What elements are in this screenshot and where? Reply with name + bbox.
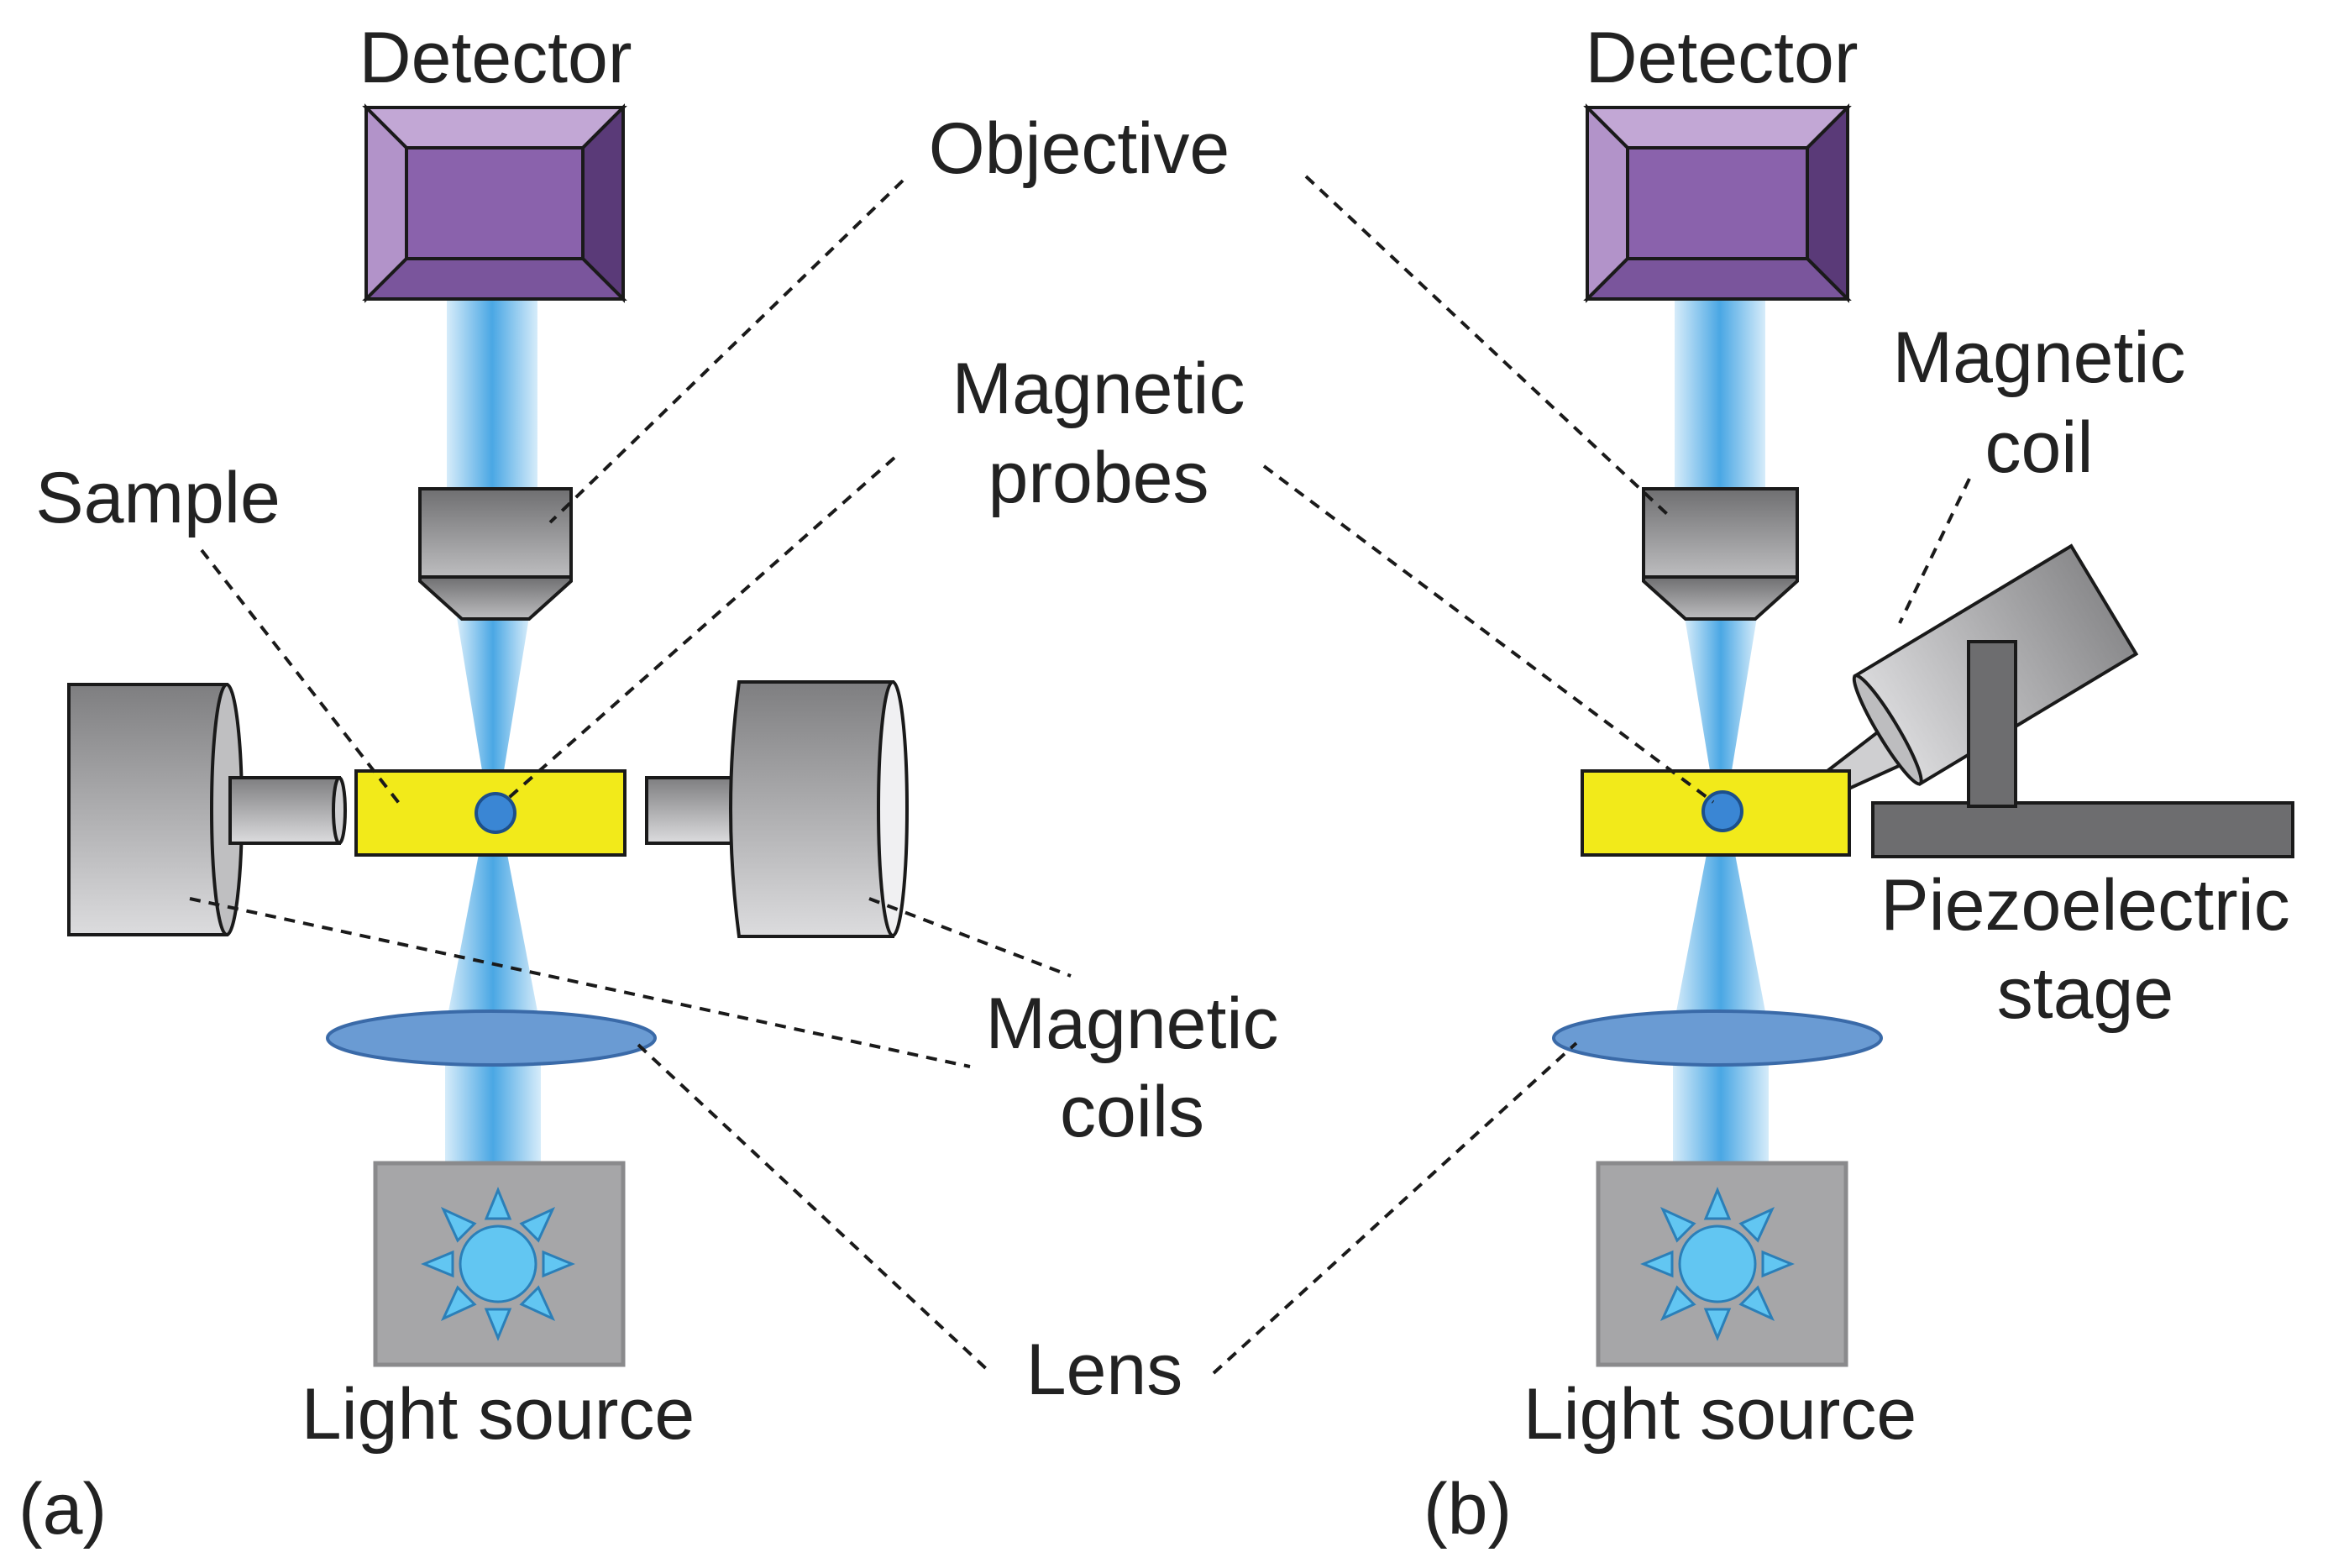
- detector-b: [1583, 103, 1852, 303]
- lens-b: [1552, 1009, 1883, 1067]
- magnetic-coil-left-a: [67, 683, 347, 936]
- label-sample: Sample: [35, 458, 281, 538]
- labels: Detector Detector Objective Magnetic pro…: [18, 18, 2290, 1550]
- label-magnetic-coil-1: Magnetic: [1893, 317, 2186, 398]
- objective-a: [418, 487, 573, 621]
- magnetic-probe-a: [475, 792, 516, 834]
- label-magnetic-coil-2: coil: [1985, 407, 2093, 488]
- lens-a: [326, 1009, 657, 1067]
- objective-b: [1642, 487, 1799, 621]
- panel-a: [67, 103, 909, 1367]
- label-panel-b: (b): [1424, 1469, 1512, 1550]
- magnetic-probe-b: [1701, 790, 1743, 832]
- label-light-source-a: Light source: [301, 1374, 695, 1455]
- label-magnetic-coils-1: Magnetic: [986, 983, 1279, 1064]
- label-magnetic-coils-2: coils: [1060, 1072, 1204, 1152]
- label-magnetic-probes-2: probes: [988, 438, 1209, 518]
- label-detector-a: Detector: [359, 18, 632, 98]
- label-piezoelectric-2: stage: [1997, 953, 2173, 1034]
- detector-a: [362, 103, 627, 303]
- light-source-a: [373, 1161, 626, 1367]
- label-panel-a: (a): [18, 1469, 107, 1550]
- leader-lines: [189, 175, 1971, 1375]
- label-magnetic-probes-1: Magnetic: [952, 349, 1245, 429]
- sun-icon: [1640, 1187, 1795, 1341]
- piezoelectric-stage: [1871, 640, 2294, 858]
- magnetic-coil-right-a: [645, 680, 909, 938]
- label-light-source-b: Light source: [1523, 1374, 1917, 1455]
- panel-b: [1552, 103, 2294, 1367]
- label-objective: Objective: [929, 108, 1230, 189]
- label-lens: Lens: [1026, 1329, 1183, 1410]
- label-piezoelectric-1: Piezoelectric: [1880, 865, 2290, 946]
- sun-icon: [421, 1187, 575, 1341]
- light-source-b: [1596, 1161, 1848, 1367]
- label-detector-b: Detector: [1585, 18, 1858, 98]
